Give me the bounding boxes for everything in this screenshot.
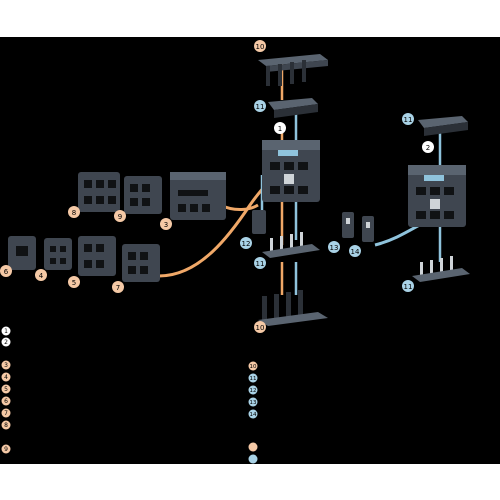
badge-2: 2 bbox=[422, 141, 434, 153]
module-13 bbox=[342, 212, 354, 238]
legend-item: 14 bbox=[248, 409, 258, 419]
badge-11-mid: 11 bbox=[254, 257, 266, 269]
badge-6: 6 bbox=[0, 265, 12, 277]
badge-label: 2 bbox=[426, 144, 430, 152]
legend-swatch-orange bbox=[248, 442, 258, 452]
badge-14: 14 bbox=[349, 245, 361, 257]
badge-label: 5 bbox=[72, 279, 76, 287]
legend-item: 4 bbox=[1, 372, 11, 382]
legend-label: 8 bbox=[4, 422, 8, 429]
badge-label: 13 bbox=[330, 244, 339, 252]
module-12 bbox=[252, 210, 266, 234]
legend-item: 5 bbox=[1, 384, 11, 394]
legend-label: 7 bbox=[4, 410, 8, 417]
badge-label: 11 bbox=[404, 116, 413, 124]
accessory-8 bbox=[78, 172, 120, 212]
legend-item: 1 bbox=[1, 326, 11, 336]
legend-item: 7 bbox=[1, 408, 11, 418]
legend-item: 9 bbox=[1, 444, 11, 454]
legend-label: 9 bbox=[4, 446, 8, 453]
badge-9: 9 bbox=[114, 210, 126, 222]
legend-label: 13 bbox=[250, 400, 257, 406]
legend-label: 1 bbox=[4, 328, 8, 335]
terminal-bar-10-top bbox=[258, 54, 328, 86]
badge-10-top: 10 bbox=[254, 40, 266, 52]
legend-label: 6 bbox=[4, 398, 8, 405]
accessory-7 bbox=[122, 244, 160, 282]
legend-swatch-blue bbox=[248, 454, 258, 464]
badge-label: 11 bbox=[256, 260, 265, 268]
legend-label: 14 bbox=[250, 412, 257, 418]
connection-comb-11-top-center bbox=[268, 98, 318, 118]
legend-item: 3 bbox=[1, 360, 11, 370]
legend-label: 5 bbox=[4, 386, 8, 393]
badge-label: 11 bbox=[404, 283, 413, 291]
badge-4: 4 bbox=[35, 269, 47, 281]
badge-11-bottom-right: 11 bbox=[402, 280, 414, 292]
badge-label: 12 bbox=[242, 240, 251, 248]
badge-label: 14 bbox=[351, 248, 360, 256]
accessory-5 bbox=[78, 236, 116, 276]
badge-label: 6 bbox=[4, 268, 9, 276]
contactor-1 bbox=[262, 140, 320, 202]
connection-comb-11-mid bbox=[262, 232, 320, 258]
legend-item: 13 bbox=[248, 397, 258, 407]
badge-11-top-right: 11 bbox=[402, 113, 414, 125]
badge-12: 12 bbox=[240, 237, 252, 249]
legend-item: 6 bbox=[1, 396, 11, 406]
legend-item: 8 bbox=[1, 420, 11, 430]
accessory-4 bbox=[44, 238, 72, 270]
legend-right: 10 11 12 13 14 bbox=[248, 361, 258, 464]
legend-label: 2 bbox=[4, 339, 8, 346]
badge-label: 10 bbox=[256, 43, 265, 51]
legend-item: 11 bbox=[248, 373, 258, 383]
module-14 bbox=[362, 216, 374, 242]
accessory-3 bbox=[170, 172, 226, 220]
legend-label: 12 bbox=[250, 388, 257, 394]
badge-label: 8 bbox=[72, 209, 76, 217]
legend-item: 12 bbox=[248, 385, 258, 395]
legend-label: 3 bbox=[4, 362, 8, 369]
badge-7: 7 bbox=[112, 281, 124, 293]
badge-label: 11 bbox=[256, 103, 265, 111]
legend-label: 4 bbox=[4, 374, 8, 381]
connection-comb-11-bottom-right bbox=[412, 256, 470, 282]
badge-13: 13 bbox=[328, 241, 340, 253]
badge-8: 8 bbox=[68, 206, 80, 218]
badge-label: 3 bbox=[164, 221, 168, 229]
badge-label: 1 bbox=[278, 125, 282, 133]
contactor-2 bbox=[408, 165, 466, 227]
badge-5: 5 bbox=[68, 276, 80, 288]
badge-label: 10 bbox=[256, 324, 265, 332]
badge-10-bottom: 10 bbox=[254, 321, 266, 333]
terminal-bar-10-bottom bbox=[258, 290, 328, 326]
accessory-6 bbox=[8, 236, 36, 270]
accessory-9 bbox=[124, 176, 162, 214]
badge-label: 9 bbox=[118, 213, 122, 221]
badge-label: 4 bbox=[39, 272, 44, 280]
connection-comb-11-top-right bbox=[418, 116, 468, 136]
legend-label: 11 bbox=[250, 376, 257, 382]
legend-item: 10 bbox=[248, 361, 258, 371]
badge-1: 1 bbox=[274, 122, 286, 134]
legend-left: 1 2 3 4 5 6 7 bbox=[1, 326, 11, 454]
badge-11-top-center: 11 bbox=[254, 100, 266, 112]
badge-label: 7 bbox=[116, 284, 120, 292]
badge-3: 3 bbox=[160, 218, 172, 230]
legend-label: 10 bbox=[250, 364, 257, 370]
legend-item: 2 bbox=[1, 337, 11, 347]
